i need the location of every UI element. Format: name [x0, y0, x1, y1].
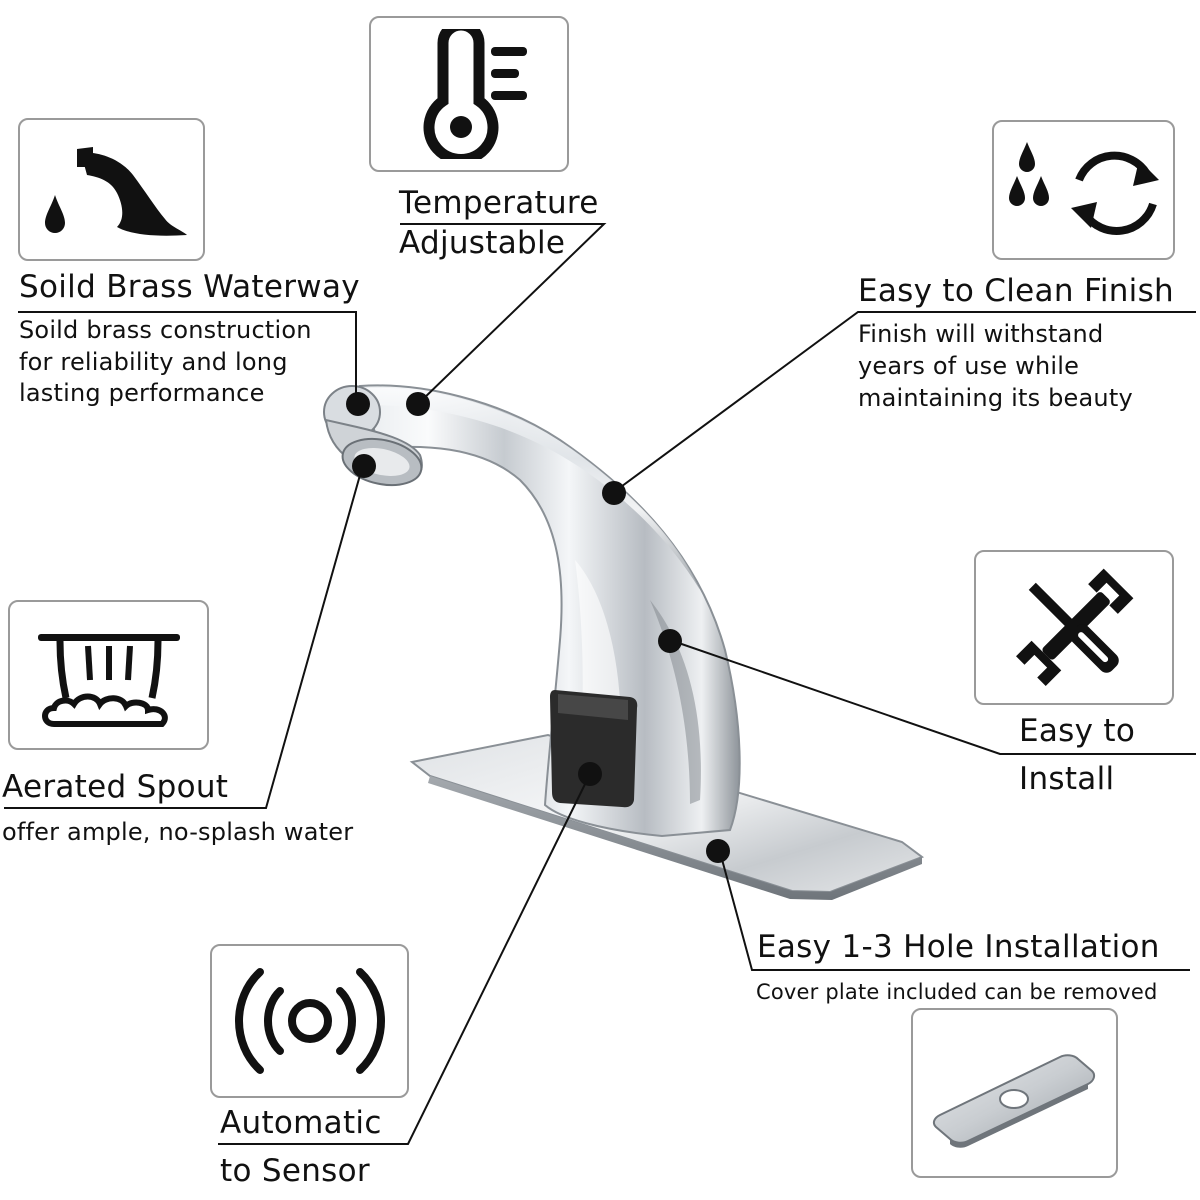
waterway-desc-line2: for reliability and long [19, 348, 288, 376]
sensor-waves-icon [234, 968, 385, 1074]
temperature-icon-box [369, 16, 569, 172]
clean-finish-icon-box [992, 120, 1175, 260]
hole-install-desc: Cover plate included can be removed [756, 980, 1158, 1004]
clean-finish-title: Easy to Clean Finish [858, 273, 1174, 309]
sensor-title-line1: Automatic [220, 1105, 382, 1141]
install-icon-box [974, 550, 1174, 705]
faucet-drop-icon [44, 146, 187, 236]
waterfall-icon [37, 634, 180, 727]
waterway-desc-line3: lasting performance [19, 379, 265, 407]
cover-plate-box [911, 1008, 1118, 1178]
waterway-title: Soild Brass Waterway [19, 269, 360, 305]
sensor-icon-box [210, 944, 409, 1098]
clean-finish-desc-line1: Finish will withstand [858, 320, 1104, 348]
aerated-icon-box [8, 600, 209, 750]
sensor-title-line2: to Sensor [220, 1153, 370, 1189]
install-title-line2: Install [1019, 761, 1115, 797]
hole-install-title: Easy 1-3 Hole Installation [757, 929, 1160, 965]
clean-finish-desc-line3: maintaining its beauty [858, 384, 1133, 412]
install-title-line1: Easy to [1019, 713, 1136, 749]
wrench-screwdriver-icon [1016, 568, 1134, 686]
waterway-desc-line1: Soild brass construction [19, 316, 312, 344]
clean-finish-desc-line2: years of use while [858, 352, 1080, 380]
temperature-title-line2: Adjustable [399, 225, 566, 261]
faucet-body [358, 384, 741, 838]
waterway-icon-box [18, 118, 205, 261]
aerated-desc: offer ample, no-splash water [2, 818, 354, 846]
drops-refresh-icon [1008, 142, 1159, 235]
aerated-title: Aerated Spout [2, 769, 229, 805]
cover-plate-image [932, 1054, 1095, 1148]
temperature-title-line1: Temperature [399, 185, 599, 221]
thermometer-icon [423, 29, 527, 159]
